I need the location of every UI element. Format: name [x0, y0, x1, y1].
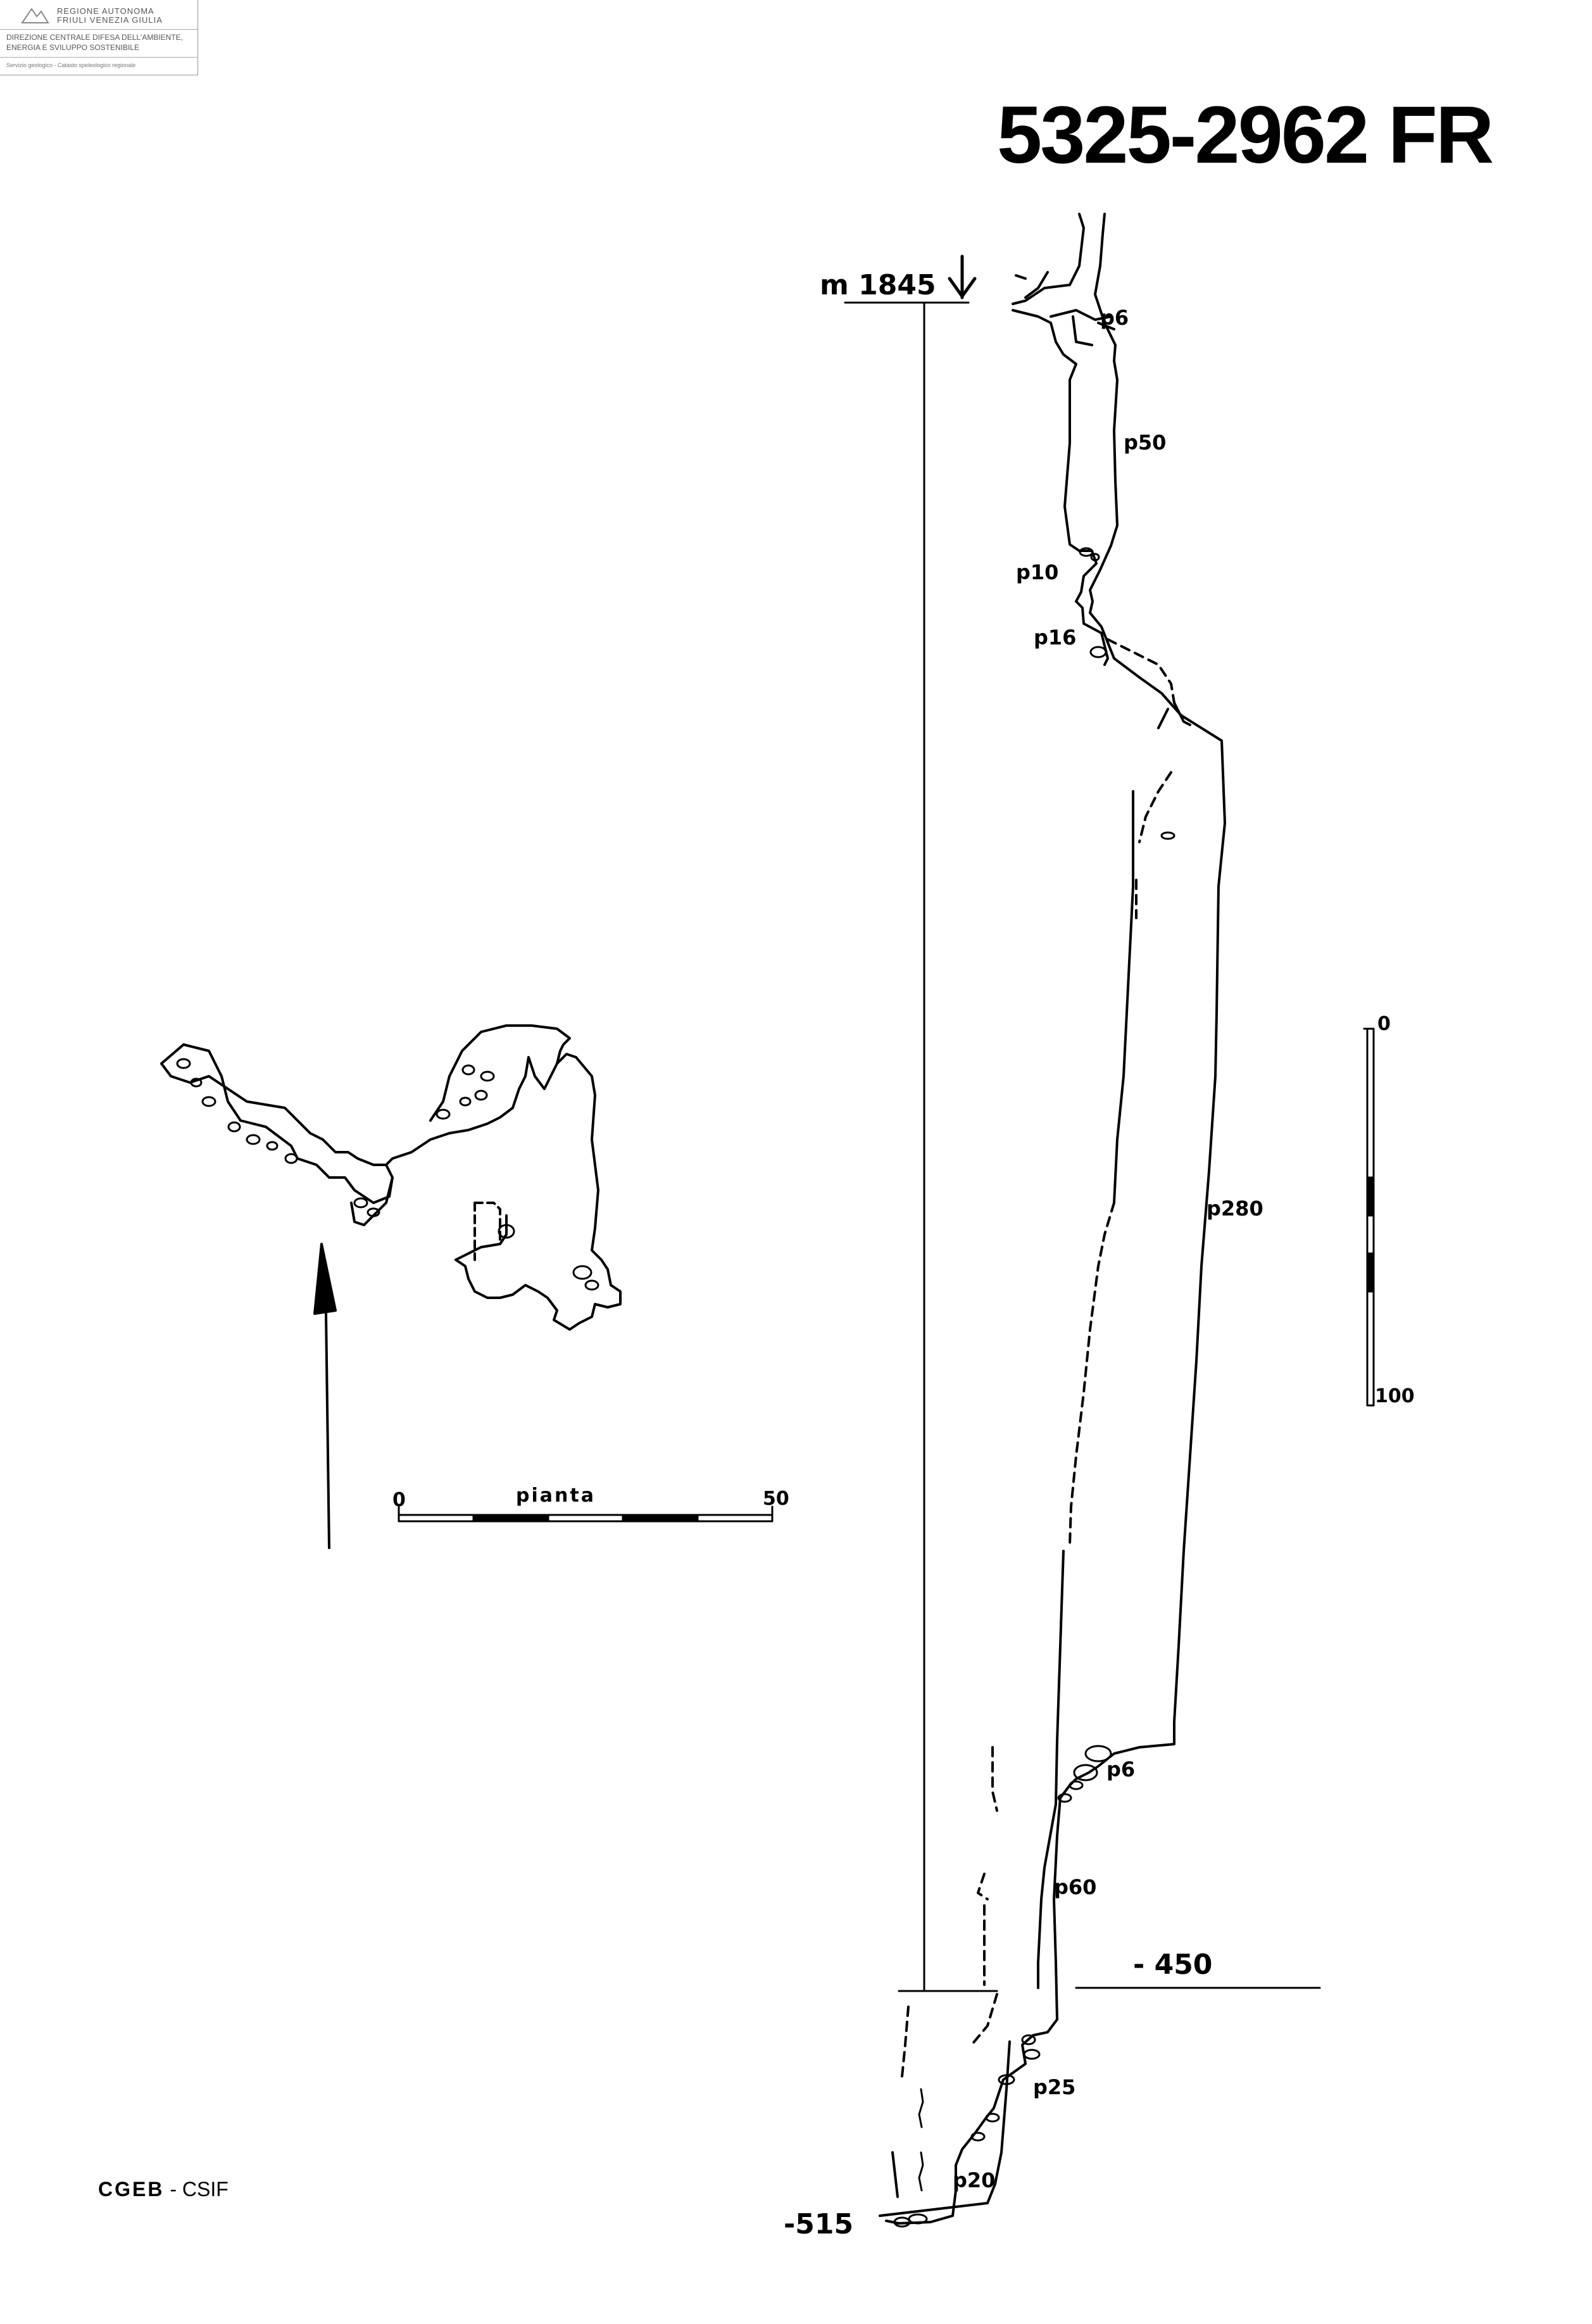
plan-outline-dashed: [473, 1202, 501, 1261]
logo-line-3: DIREZIONE CENTRALE DIFESA DELL'AMBIENTE,: [6, 33, 184, 42]
plan-boulders: [176, 1058, 599, 1291]
plan-scale-end: 50: [763, 1488, 789, 1510]
cave-id-title: 5325-2962 FR: [997, 90, 1494, 180]
section-scale-end: 100: [1375, 1385, 1415, 1407]
section-left-wall: [879, 213, 1134, 2217]
section-detail: [1015, 271, 1191, 729]
pitch-label-p6-bottom: p6: [1106, 1757, 1136, 1781]
region-emblem-icon: [21, 8, 49, 23]
pitch-label-p280: p280: [1207, 1197, 1263, 1221]
survey-credit: CGEB - CSIF: [98, 2178, 229, 2201]
section-boulders: [893, 547, 1175, 2228]
pitch-label-p6-top: p6: [1100, 306, 1129, 330]
logo-line-1: REGIONE AUTONOMA: [57, 6, 154, 16]
section-right-wall: [885, 213, 1226, 2225]
entrance-altitude-label: m 1845: [820, 269, 936, 301]
plan-outline-east-branch: [350, 1024, 622, 1331]
depth-label-450: - 450: [1133, 1949, 1213, 1981]
pitch-label-p10: p10: [1016, 560, 1059, 584]
section-scale-start: 0: [1377, 1013, 1391, 1035]
plan-scale-label: pianta: [516, 1485, 596, 1507]
pitch-label-p16: p16: [1034, 625, 1077, 650]
logo-line-4: ENERGIA E SVILUPPO SOSTENIBILE: [6, 43, 140, 52]
plan-scale-start: 0: [392, 1489, 406, 1511]
plan-outline-west-branch: [160, 1043, 394, 1204]
logo-divider: [0, 57, 197, 58]
pitch-label-p50: p50: [1124, 430, 1167, 455]
logo-line-2: FRIULI VENEZIA GIULIA: [57, 15, 163, 25]
logo-line-5: Servizio geologico - Catasto speleologic…: [6, 62, 136, 68]
region-logo-block: REGIONE AUTONOMA FRIULI VENEZIA GIULIA D…: [0, 0, 198, 75]
logo-divider: [0, 29, 197, 30]
plan-scale-bar: [398, 1505, 774, 1523]
credit-primary: CGEB: [98, 2178, 165, 2201]
pitch-label-p25: p25: [1033, 2075, 1076, 2099]
north-arrow-icon: [313, 1243, 337, 1549]
section-drip-marks: [918, 2088, 924, 2192]
pitch-label-p60: p60: [1054, 1875, 1097, 1899]
credit-secondary: - CSIF: [170, 2178, 229, 2201]
depth-label-bottom: -515: [784, 2208, 854, 2240]
entrance-arrow-icon: [948, 254, 977, 299]
section-dashed-wall: [901, 638, 1175, 2078]
section-scale-bar: [1363, 1027, 1375, 1407]
pitch-label-p20: p20: [953, 2168, 996, 2192]
